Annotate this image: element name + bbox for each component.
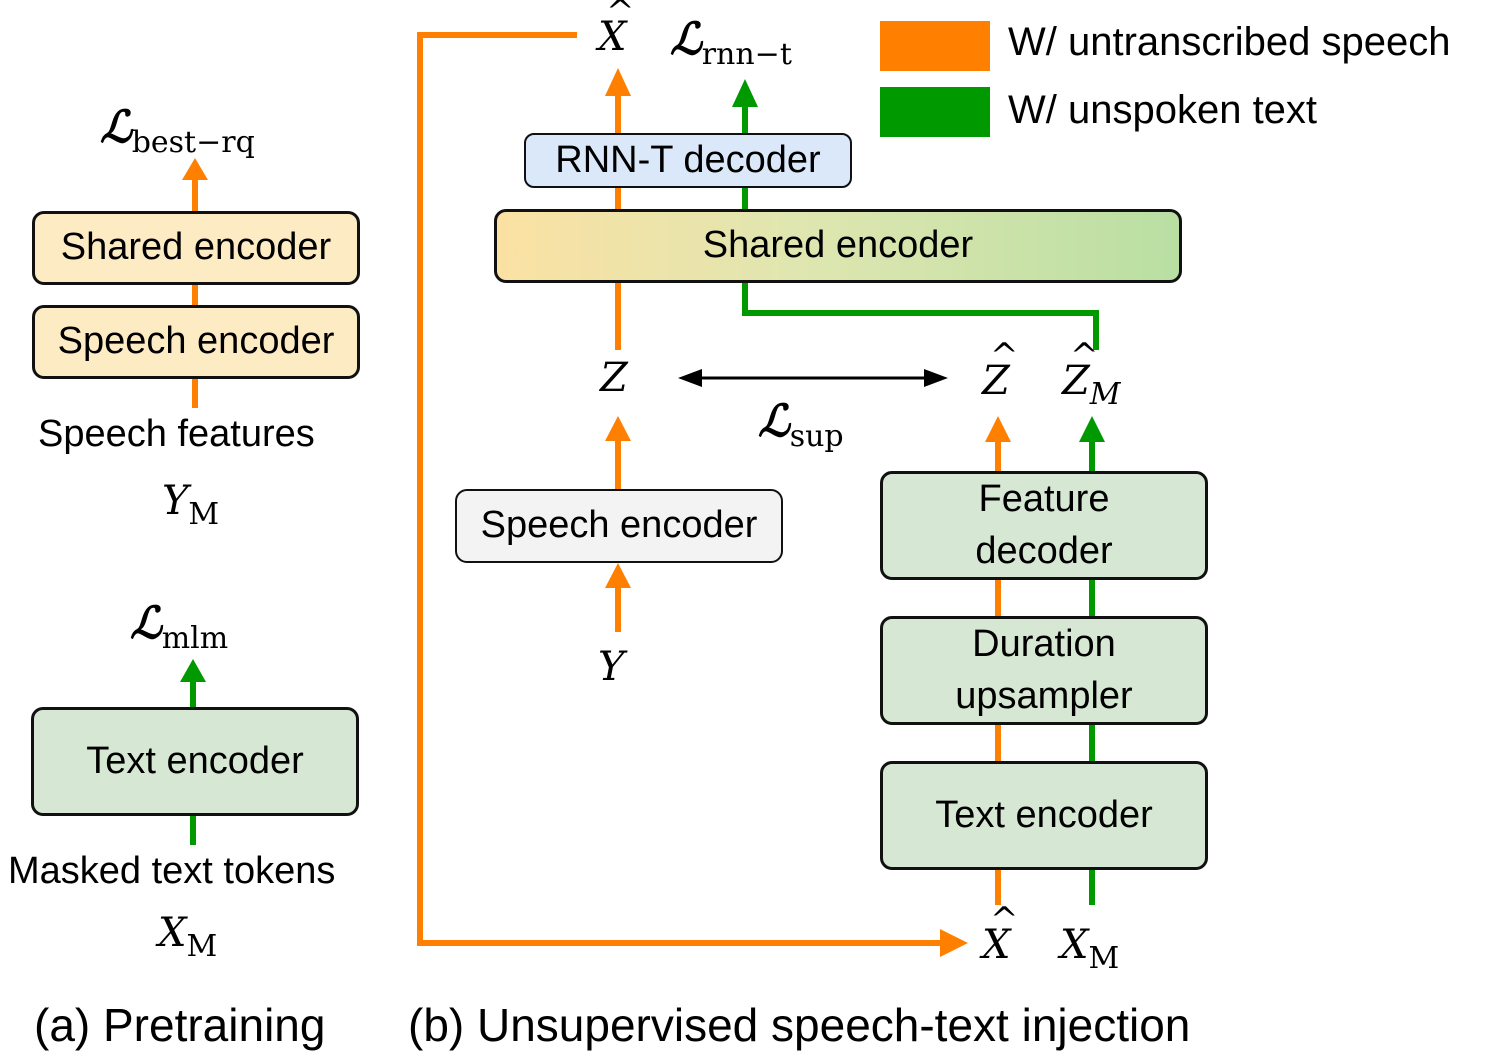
x-hat-bottom: ^X	[982, 900, 1019, 968]
masked-text-tokens-label: Masked text tokens	[8, 850, 336, 892]
lsup-arrowhead-left	[678, 369, 702, 387]
legend-label-unspoken: W/ unspoken text	[1008, 88, 1318, 132]
z-hat-symbol: ^Z	[982, 336, 1019, 404]
caption-pretraining: (a) Pretraining	[34, 999, 326, 1051]
arrowhead-xhat	[605, 68, 631, 96]
caption-injection: (b) Unsupervised speech-text injection	[408, 999, 1191, 1051]
injection-shared-encoder: Shared encoder	[494, 209, 1182, 283]
injection-speech-encoder: Speech encoder	[455, 489, 783, 563]
legend-swatch-untranscribed	[880, 21, 990, 71]
pretrain-speech-encoder: Speech encoder	[32, 305, 360, 379]
loss-mlm: ℒmlm	[130, 598, 229, 656]
y-symbol: Y	[598, 644, 625, 690]
loss-rnnt: ℒrnn−t	[670, 14, 792, 72]
arrowhead-z	[605, 416, 631, 441]
pretrain-shared-encoder: Shared encoder	[32, 211, 360, 285]
arrowhead-bestrq	[182, 158, 208, 180]
legend-label-untranscribed: W/ untranscribed speech	[1008, 20, 1451, 64]
arrowhead-zhatm	[1079, 416, 1105, 442]
pretrain-text-encoder: Text encoder	[31, 707, 359, 816]
arrowhead-rnnt	[732, 79, 758, 107]
x-m-symbol-left: XM	[158, 910, 218, 964]
x-m-symbol-right: XM	[1060, 922, 1120, 976]
speech-features-label: Speech features	[38, 413, 315, 455]
arrowhead-loop	[940, 929, 968, 957]
arrowhead-mlm	[180, 659, 206, 682]
legend-swatch-unspoken	[880, 87, 990, 137]
arrowhead-zhat	[985, 416, 1011, 442]
z-symbol: Z	[600, 355, 628, 401]
loss-bestrq: ℒbest−rq	[100, 102, 255, 160]
y-m-symbol: YM	[162, 478, 220, 532]
injection-text-encoder: Text encoder	[880, 761, 1208, 870]
loss-sup: ℒsup	[758, 396, 844, 454]
arrowhead-y	[605, 563, 631, 588]
x-hat-top: ^X	[598, 0, 635, 60]
orange-feedback-loop	[417, 32, 942, 946]
lsup-arrowhead-right	[924, 369, 948, 387]
green-zhatm-to-shared	[742, 283, 1099, 350]
z-hat-m-symbol: ^ZM	[1062, 336, 1121, 412]
rnnt-decoder-box: RNN-T decoder	[524, 133, 852, 188]
